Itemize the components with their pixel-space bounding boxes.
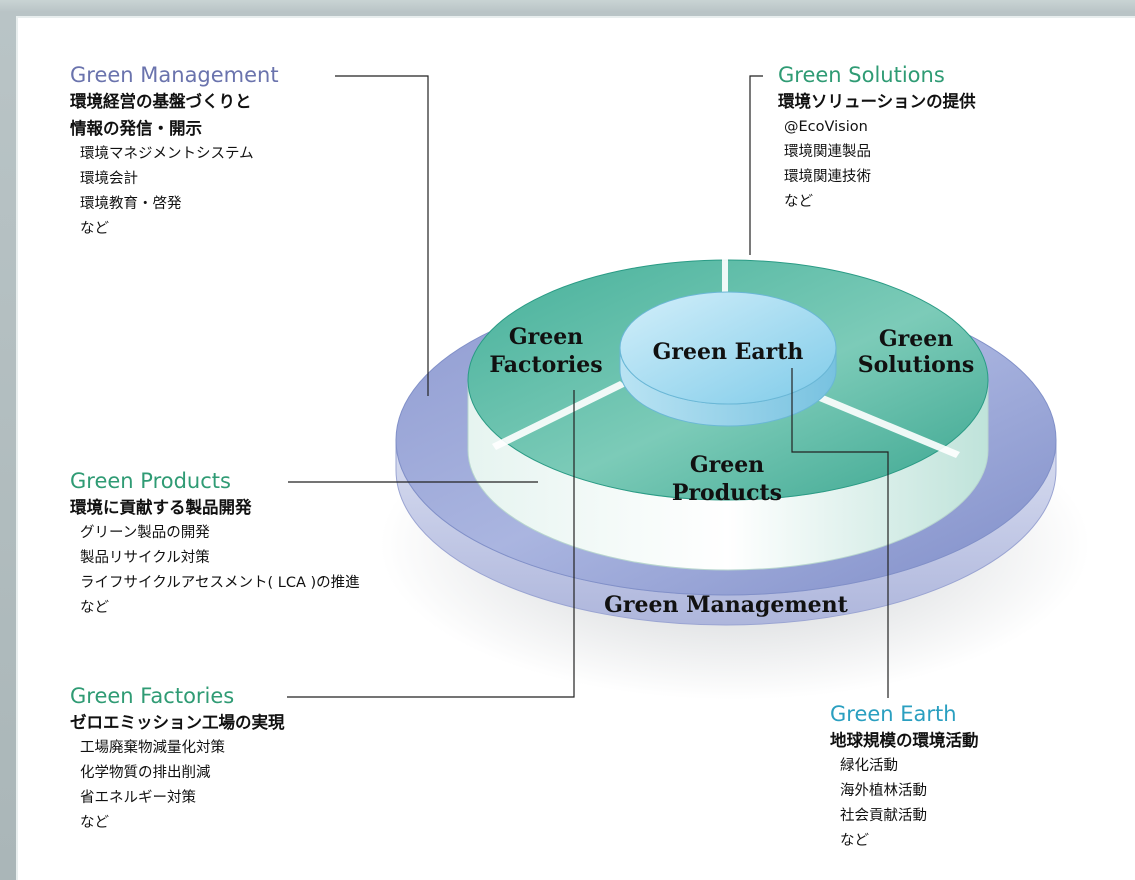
leader-lines [287, 75, 889, 698]
management-item: など [80, 221, 109, 237]
segment-label-products-line2: Products [672, 480, 782, 506]
segment-label-solutions-line2: Solutions [858, 352, 975, 378]
products-item: 製品リサイクル対策 [80, 550, 210, 566]
factories-block: Green Factories ゼロエミッション工場の実現 工場廃棄物減量化対策… [70, 683, 285, 836]
management-item: 環境教育・啓発 [80, 196, 182, 212]
management-heading-line2: 情報の発信・開示 [70, 119, 202, 138]
segment-label-factories-line1: Green [509, 324, 583, 350]
leader-line-earth [791, 368, 889, 698]
factories-item: 工場廃棄物減量化対策 [80, 740, 225, 756]
leader-line-management [335, 75, 429, 396]
center-label: Green Earth [653, 339, 804, 365]
center-disc-green-earth [619, 291, 837, 427]
earth-item: 海外植林活動 [840, 783, 927, 799]
earth-title: Green Earth [830, 702, 957, 726]
earth-block: Green Earth 地球規模の環境活動 緑化活動 海外植林活動 社会貢献活動… [830, 701, 979, 854]
management-item: 環境マネジメントシステム [80, 146, 254, 162]
solutions-title: Green Solutions [778, 63, 945, 87]
solutions-heading: 環境ソリューションの提供 [778, 92, 976, 111]
management-title: Green Management [70, 63, 279, 87]
products-item: など [80, 600, 109, 616]
solutions-item: 環境関連製品 [784, 144, 871, 160]
products-heading: 環境に貢献する製品開発 [70, 498, 252, 517]
segment-label-products-line1: Green [690, 452, 764, 478]
management-heading-line1: 環境経営の基盤づくりと [70, 92, 252, 111]
earth-item: 緑化活動 [840, 758, 898, 774]
management-item: 環境会計 [80, 171, 138, 187]
earth-heading: 地球規模の環境活動 [830, 731, 979, 750]
products-title: Green Products [70, 469, 231, 493]
leader-line-solutions [749, 75, 763, 255]
factories-item: 省エネルギー対策 [80, 790, 196, 806]
segment-label-factories-line2: Factories [489, 352, 602, 378]
solutions-item: など [784, 194, 813, 210]
products-item: ライフサイクルアセスメント( LCA )の推進 [80, 575, 360, 591]
solutions-item: 環境関連技術 [784, 169, 871, 185]
solutions-item: @EcoVision [784, 119, 868, 135]
leader-line-factories [287, 390, 575, 698]
earth-item: 社会貢献活動 [840, 808, 927, 824]
products-block: Green Products 環境に貢献する製品開発 グリーン製品の開発 製品リ… [70, 468, 360, 621]
earth-item: など [840, 833, 869, 849]
factories-item: 化学物質の排出削減 [80, 765, 211, 781]
management-block: Green Management 環境経営の基盤づくりと 情報の発信・開示 環境… [70, 62, 279, 242]
solutions-block: Green Solutions 環境ソリューションの提供 @EcoVision … [778, 62, 976, 215]
factories-title: Green Factories [70, 684, 235, 708]
segment-label-solutions-line1: Green [879, 326, 953, 352]
factories-heading: ゼロエミッション工場の実現 [70, 713, 285, 732]
outer-ring-label: Green Management [604, 592, 849, 618]
products-item: グリーン製品の開発 [80, 525, 210, 541]
factories-item: など [80, 815, 109, 831]
